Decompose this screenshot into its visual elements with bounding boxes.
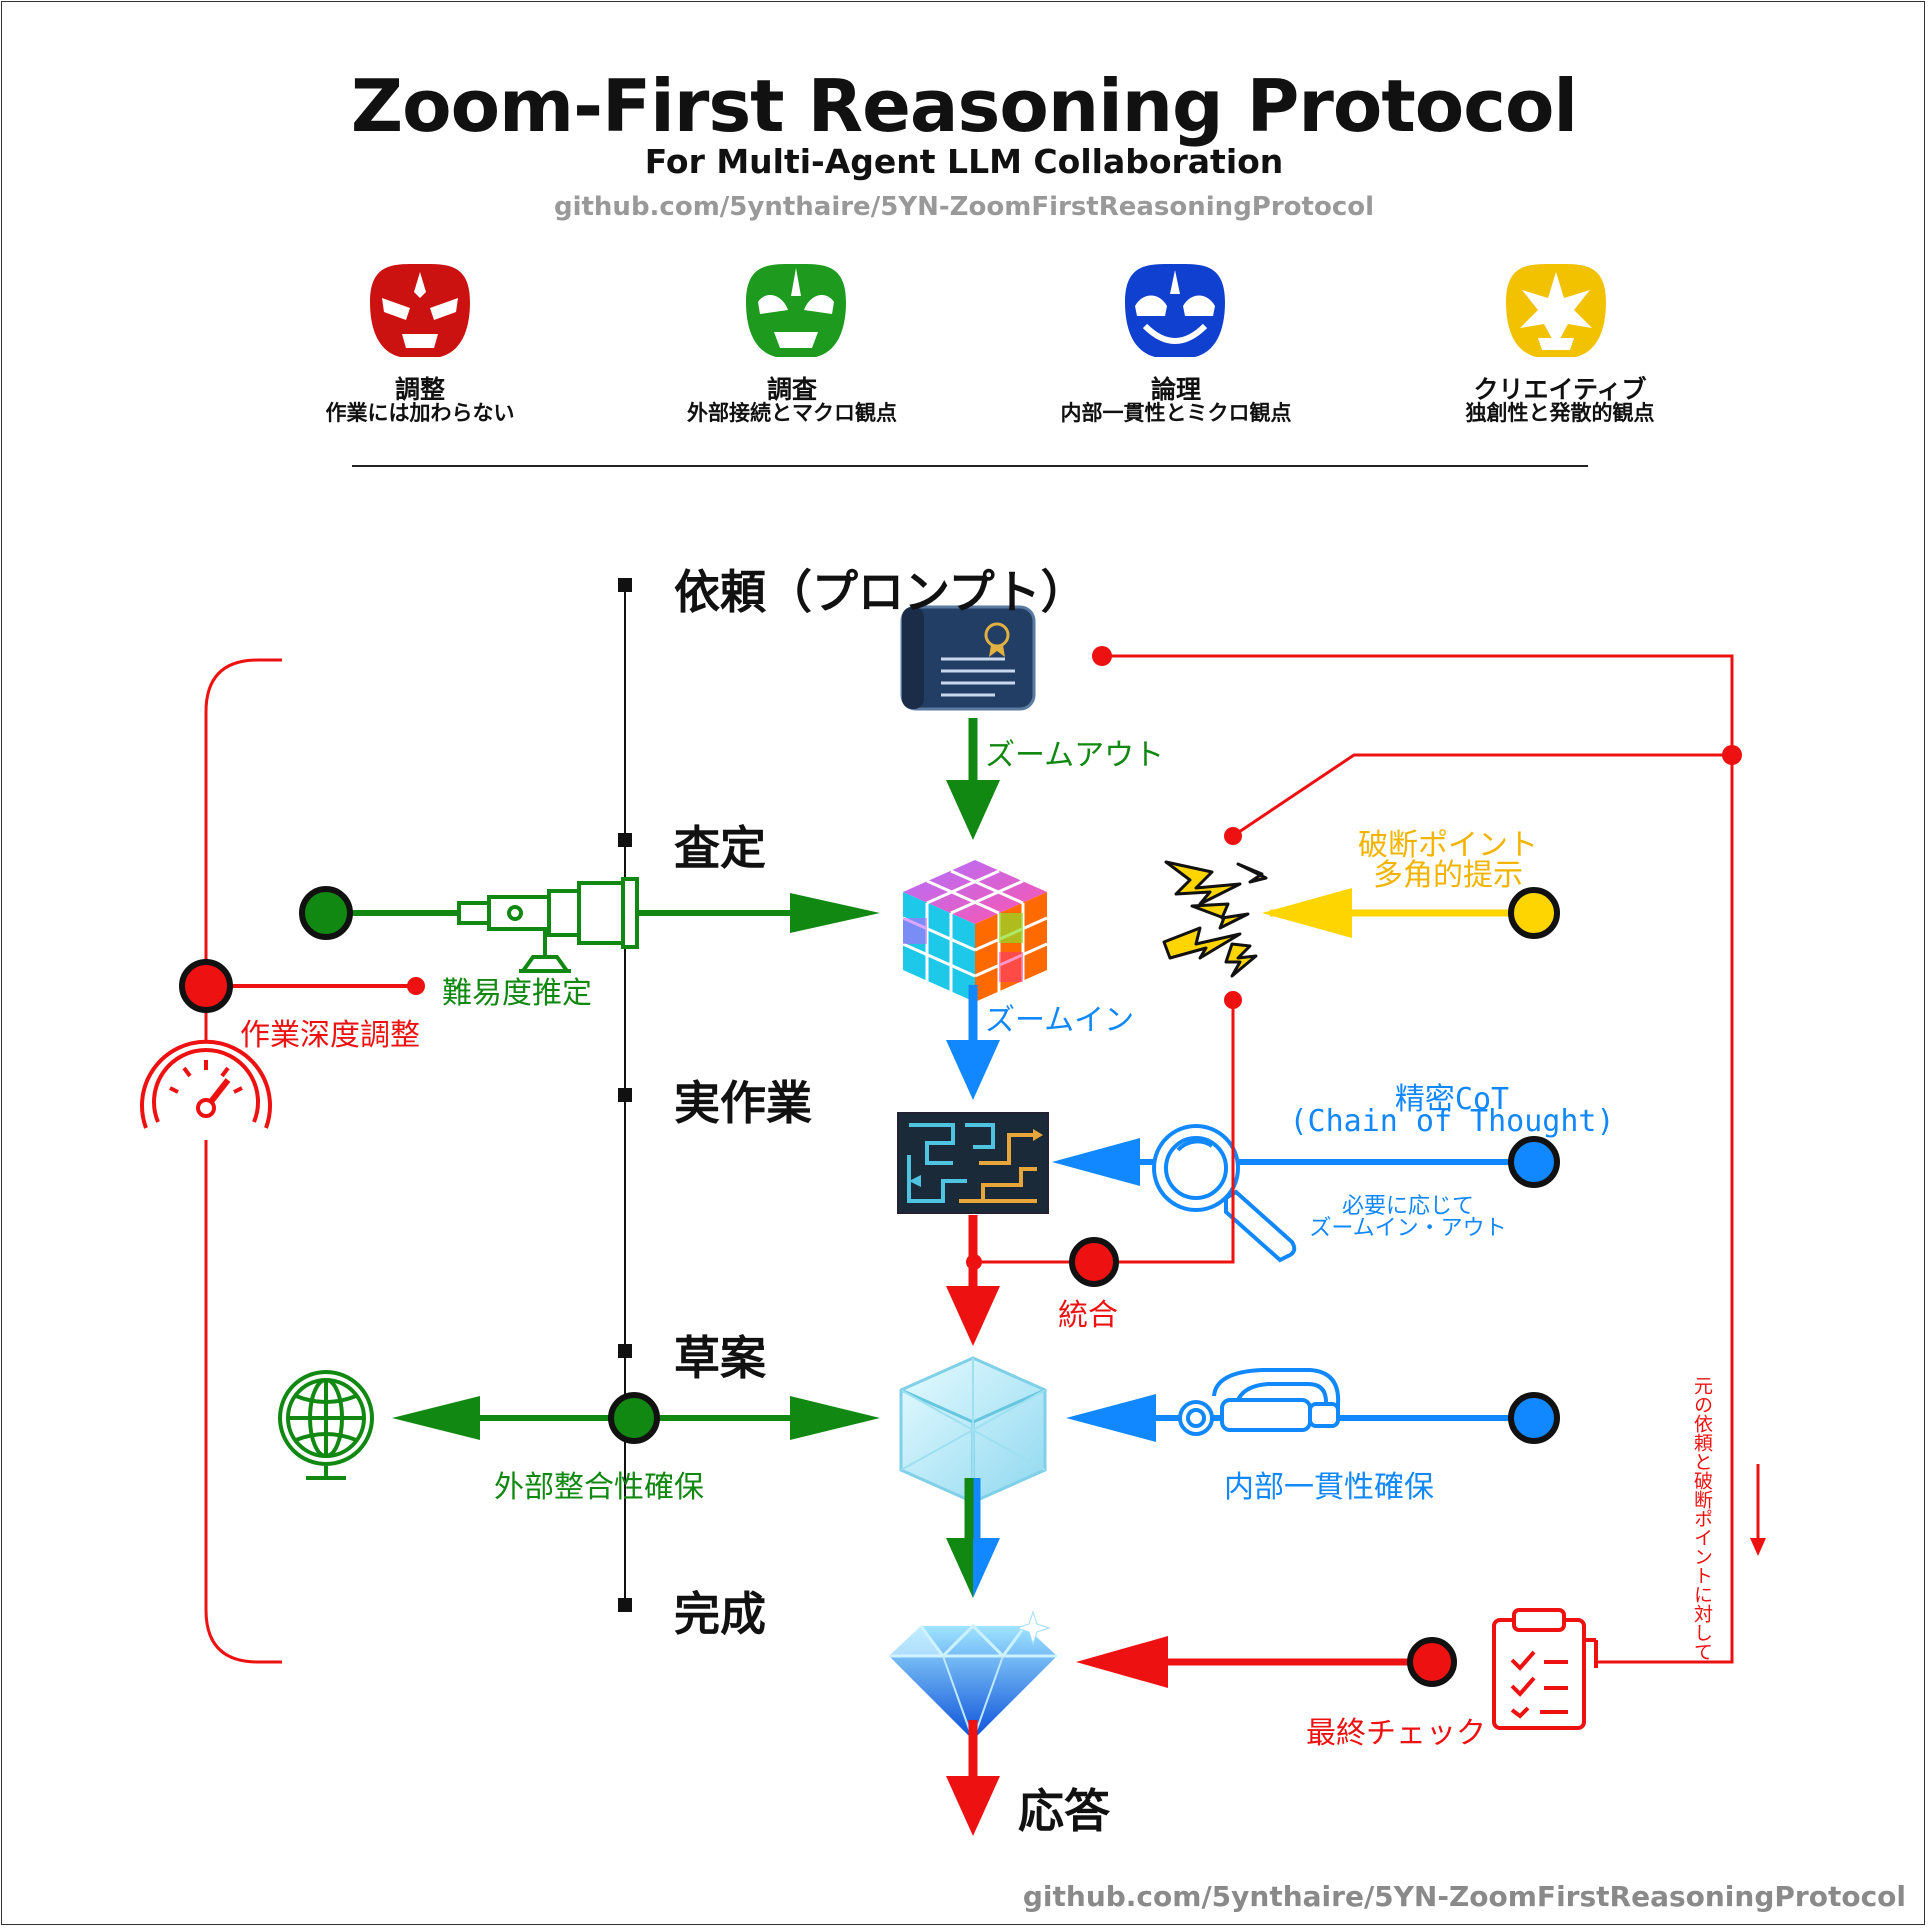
- label-final-check: 最終チェック: [1306, 1716, 1486, 1751]
- label-chain-of-thought: (Chain of Thought): [1289, 1104, 1615, 1139]
- label-zoom-in-out: ズームイン・アウト: [1309, 1216, 1507, 1241]
- role-desc-creative: 独創性と発散的観点: [1465, 401, 1655, 425]
- integrate-node: [1069, 1237, 1119, 1287]
- label-depth-adjust: 作業深度調整: [240, 1018, 420, 1053]
- label-internal: 内部一貫性確保: [1224, 1470, 1434, 1505]
- label-as-needed: 必要に応じて: [1341, 1194, 1475, 1219]
- stage-request: 依頼（プロンプト）: [674, 565, 1087, 619]
- stage-response: 応答: [1018, 1784, 1110, 1838]
- globe-icon: [278, 1370, 374, 1480]
- depth-node: [179, 959, 233, 1013]
- response-arrow: [946, 1776, 1000, 1836]
- red-ranger-helmet-icon: [370, 263, 470, 357]
- role-name-research: 調査: [766, 375, 818, 404]
- external-right-arrow: [790, 1396, 880, 1440]
- blue-ranger-helmet-icon: [1125, 263, 1225, 357]
- stage-assessment: 査定: [674, 821, 766, 875]
- research-node-draft: [608, 1392, 660, 1444]
- internal-input-arrow: [1066, 1394, 1156, 1442]
- yellow-ranger-helmet-icon: [1506, 263, 1606, 357]
- assessment-cube-icon: [902, 860, 1048, 1002]
- label-difficulty: 難易度推定: [442, 976, 592, 1011]
- integrate-arrow: [946, 1286, 1000, 1346]
- page-subtitle: For Multi-Agent LLM Collaboration: [644, 142, 1284, 181]
- logic-node-draft: [1508, 1392, 1560, 1444]
- repo-url-top[interactable]: github.com/5ynthaire/5YN-ZoomFirstReason…: [553, 192, 1375, 222]
- label-zoom-out: ズームアウト: [985, 738, 1165, 773]
- vr-headset-icon: [1178, 1368, 1341, 1436]
- assessment-input-arrow: [790, 893, 880, 933]
- zoom-out-arrow: [946, 780, 1000, 840]
- cot-input-arrow: [1052, 1138, 1140, 1186]
- diamond-icon: [889, 1610, 1057, 1743]
- external-left-arrow: [392, 1396, 480, 1440]
- label-external: 外部整合性確保: [494, 1470, 704, 1505]
- label-multi-perspective: 多角的提示: [1373, 858, 1523, 893]
- stage-work: 実作業: [674, 1076, 812, 1130]
- depth-control-bracket: [204, 658, 282, 1664]
- final-check-arrow: [1076, 1636, 1168, 1688]
- lightning-break-icon: [1162, 860, 1268, 978]
- research-node-assessment: [299, 886, 353, 940]
- role-desc-research: 外部接続とマクロ観点: [687, 401, 897, 425]
- role-name-logic: 論理: [1150, 375, 1202, 404]
- role-desc-logic: 内部一貫性とミクロ観点: [1060, 401, 1292, 425]
- telescope-icon: [457, 877, 639, 973]
- draft-to-complete-arrow: [973, 1538, 1000, 1598]
- zoom-in-arrow: [946, 1040, 1000, 1100]
- request-scroll-icon: [900, 605, 1036, 711]
- coordination-node-final: [1407, 1637, 1457, 1687]
- page-title: Zoom-First Reasoning Protocol: [350, 64, 1578, 148]
- role-desc-coordination: 作業には加わらない: [325, 401, 515, 425]
- role-name-coordination: 調整: [394, 375, 446, 404]
- maze-icon: [897, 1112, 1049, 1214]
- repo-url-bottom[interactable]: github.com/5ynthaire/5YN-ZoomFirstReason…: [1022, 1880, 1906, 1913]
- speedometer-icon: [140, 1039, 272, 1129]
- label-precise-cot: 精密CoT: [1394, 1082, 1510, 1117]
- breaking-point-arrow: [1262, 888, 1352, 938]
- label-breaking-point: 破断ポイント: [1358, 828, 1538, 863]
- stage-complete: 完成: [674, 1587, 766, 1641]
- label-zoom-in: ズームイン: [985, 1003, 1135, 1038]
- stage-draft: 草案: [674, 1331, 766, 1385]
- green-ranger-helmet-icon: [746, 263, 846, 357]
- roles-helmets: [352, 263, 1606, 467]
- role-name-creative: クリエイティブ: [1473, 375, 1647, 404]
- logic-node-cot: [1508, 1136, 1560, 1188]
- label-integrate: 統合: [1058, 1298, 1118, 1333]
- stage-timeline: [618, 578, 632, 1612]
- label-vertical-note: 元の依頼と破断ポイントに対して: [1691, 1376, 1713, 1661]
- clipboard-checklist-icon: [1492, 1608, 1598, 1730]
- magnifier-icon: [1152, 1124, 1297, 1263]
- creative-node-breaking: [1508, 887, 1560, 939]
